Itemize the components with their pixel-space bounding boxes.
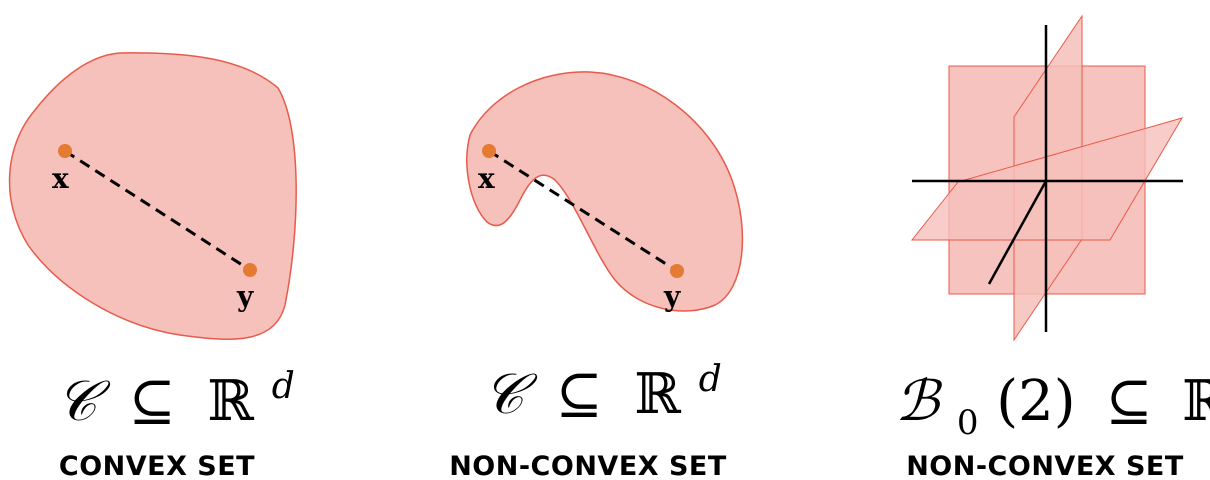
axis-depth	[987, 180, 1048, 285]
panel-convex: x y 𝒞 ⊆ ℝ d CONVEX SET	[8, 52, 297, 480]
relation: ⊆	[556, 362, 603, 427]
nonconvex-blob	[466, 71, 744, 312]
panel-planes: ℬ 0 (2) ⊆ ℝ 3 NON-CONVEX SET	[895, 14, 1210, 480]
caption-nonconvex: NON-CONVEX SET	[449, 451, 727, 480]
formula-nonconvex: 𝒞 ⊆ ℝ d	[483, 359, 722, 427]
relation: ⊆	[129, 369, 176, 434]
point-x	[58, 144, 72, 158]
set-symbol: 𝒞	[56, 369, 111, 434]
label-x: x	[478, 162, 495, 195]
formula-convex: 𝒞 ⊆ ℝ d	[56, 366, 295, 434]
point-y	[670, 264, 684, 278]
label-y: y	[663, 280, 681, 313]
space-exponent: d	[272, 366, 295, 407]
set-symbol: 𝒞	[483, 362, 538, 427]
relation: ⊆	[1105, 369, 1152, 434]
segment-x-y	[64, 149, 251, 272]
caption-convex: CONVEX SET	[59, 451, 255, 480]
set-subscript: 0	[957, 403, 979, 443]
panel-nonconvex: x y 𝒞 ⊆ ℝ d NON-CONVEX SET	[449, 71, 744, 480]
set-symbol: ℬ	[895, 369, 943, 434]
set-argument: (2)	[996, 369, 1075, 434]
space: ℝ	[634, 362, 682, 427]
point-y	[243, 263, 257, 277]
point-x	[482, 144, 496, 158]
space: ℝ	[207, 369, 255, 434]
space: ℝ	[1182, 369, 1210, 434]
space-exponent: d	[699, 359, 722, 400]
segment-x-y-nc	[488, 149, 678, 273]
label-x: x	[52, 162, 69, 195]
label-y: y	[236, 280, 254, 313]
convex-blob	[8, 52, 297, 340]
caption-planes: NON-CONVEX SET	[906, 451, 1184, 480]
formula-planes: ℬ 0 (2) ⊆ ℝ 3	[895, 366, 1210, 448]
